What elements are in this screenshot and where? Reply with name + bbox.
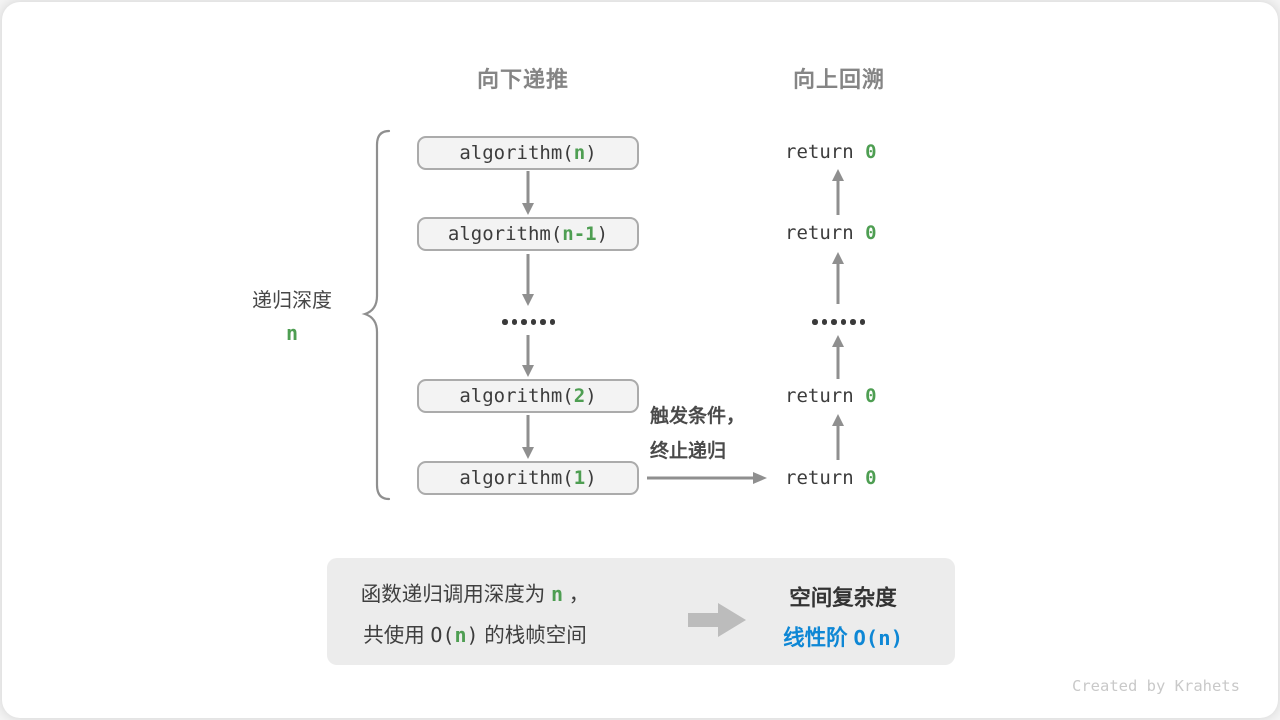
call-text: algorithm(n) — [459, 142, 597, 164]
up-arrow-icon — [832, 169, 844, 215]
down-arrow-icon — [522, 335, 534, 377]
ellipsis-icon — [502, 319, 555, 325]
terminate-arrow-icon — [647, 472, 767, 484]
down-arrow-icon — [522, 415, 534, 459]
return-text: return 0 — [785, 385, 877, 407]
call-text: algorithm(n-1) — [447, 223, 609, 245]
call-box-2: algorithm(2) — [417, 379, 639, 413]
return-text: return 0 — [785, 222, 877, 244]
space-complexity-result: 线性阶 O(n) — [783, 626, 903, 650]
return-row: return 0 — [785, 384, 915, 408]
return-text: return 0 — [785, 141, 877, 163]
up-arrow-icon — [832, 335, 844, 379]
trigger-line2: 终止递归 — [650, 441, 727, 462]
header-upward-backtracking: 向上回溯 — [792, 67, 885, 92]
summary-panel: 函数递归调用深度为 n ， 共使用 O(n) 的栈帧空间 空间复杂度 线性阶 O… — [327, 558, 955, 665]
header-downward-recursion: 向下递推 — [476, 67, 569, 92]
up-arrow-icon — [832, 414, 844, 460]
call-text: algorithm(2) — [459, 385, 597, 407]
brace-icon — [361, 129, 391, 501]
ellipsis-icon — [812, 319, 865, 325]
call-box-n-1: algorithm(n-1) — [417, 217, 639, 251]
up-arrow-icon — [832, 252, 844, 304]
summary-left-text: 函数递归调用深度为 n ， 共使用 O(n) 的栈帧空间 — [329, 574, 621, 656]
return-row: return 0 — [785, 140, 915, 164]
depth-label: 递归深度 — [252, 290, 332, 312]
summary-line2: 共使用 O(n) 的栈帧空间 — [363, 623, 587, 647]
credit-text: Created by Krahets — [1072, 677, 1240, 695]
down-arrow-icon — [522, 254, 534, 306]
call-box-1: algorithm(1) — [417, 461, 639, 495]
return-row: return 0 — [785, 466, 915, 490]
call-box-n: algorithm(n) — [417, 136, 639, 170]
return-text: return 0 — [785, 467, 877, 489]
call-text: algorithm(1) — [459, 467, 597, 489]
implies-arrow-icon — [688, 603, 746, 637]
summary-right-text: 空间复杂度 线性阶 O(n) — [743, 578, 943, 658]
trigger-line1: 触发条件， — [650, 406, 746, 427]
down-arrow-icon — [522, 171, 534, 215]
return-row: return 0 — [785, 221, 915, 245]
space-complexity-title: 空间复杂度 — [789, 586, 897, 610]
depth-value: n — [285, 321, 299, 345]
trigger-condition-label: 触发条件， 终止递归 — [650, 405, 745, 464]
summary-line1: 函数递归调用深度为 n ， — [360, 582, 590, 606]
